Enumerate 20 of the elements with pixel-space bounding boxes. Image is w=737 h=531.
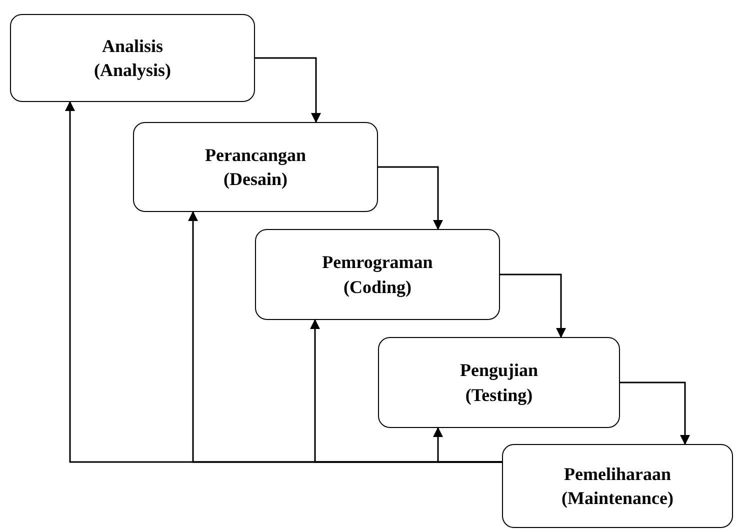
step-subtitle: (Analysis) (94, 59, 171, 82)
arrow (620, 382, 690, 445)
process-box (133, 122, 378, 212)
step-subtitle: (Maintenance) (562, 487, 674, 510)
step-title: Pemeliharaan (564, 462, 671, 486)
step-subtitle: (Testing) (465, 384, 533, 407)
arrow (433, 427, 502, 463)
process-box (502, 444, 733, 528)
step-subtitle: (Coding) (343, 276, 412, 299)
step-title: Analisis (102, 34, 164, 58)
step-title: Pemrograman (322, 251, 433, 274)
arrow (500, 274, 566, 338)
process-box (378, 337, 620, 428)
arrow (378, 166, 443, 230)
process-box (10, 14, 255, 102)
step-subtitle: (Desain) (224, 168, 288, 191)
arrow (255, 57, 321, 123)
step-title: Perancangan (205, 144, 306, 167)
process-box (255, 229, 500, 320)
step-title: Pengujian (460, 359, 538, 382)
